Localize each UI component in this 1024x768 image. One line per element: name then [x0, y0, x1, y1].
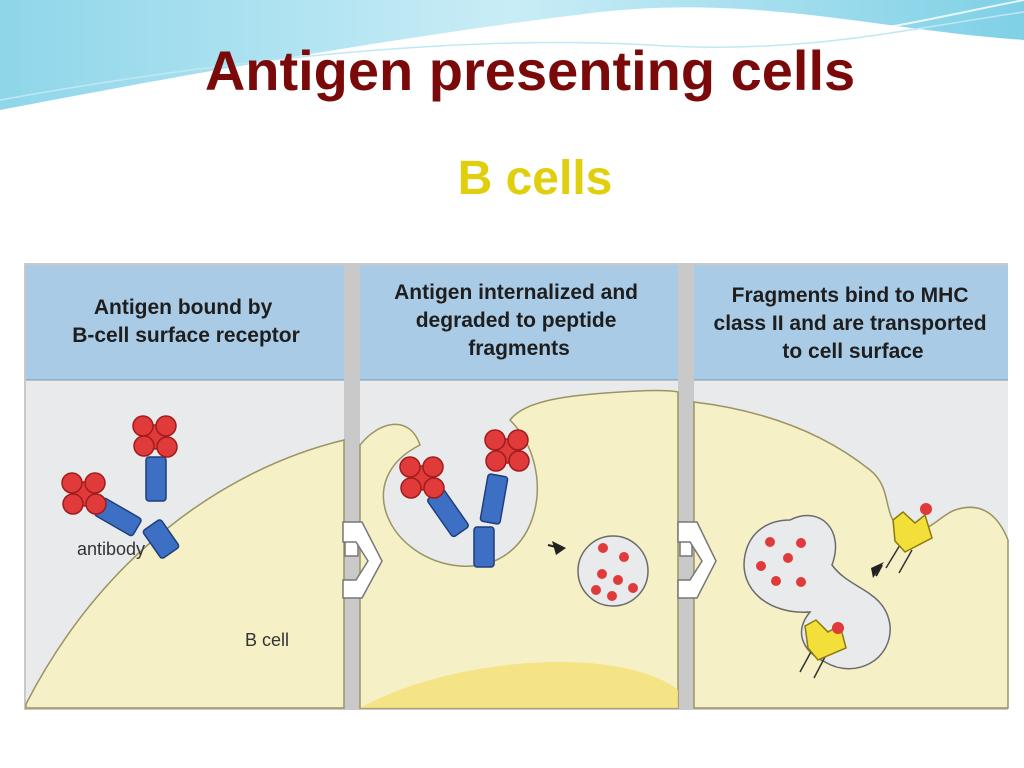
mhc-class-ii-icon: [885, 503, 933, 574]
panel-3-heading-line: to cell surface: [782, 340, 923, 363]
header-wave-decoration: [0, 0, 1024, 119]
panel-3-heading-line: Fragments bind to MHC: [732, 284, 969, 307]
peptide-fragments-icon: [591, 543, 638, 601]
panel-2: Antigen internalized and degraded to pep…: [342, 265, 679, 709]
panel-2-header: [360, 265, 678, 380]
panel-1-heading-line: Antigen bound by: [94, 296, 273, 319]
vesicle-icon: [743, 514, 891, 670]
antigen-icon: [61, 472, 107, 515]
antigen-icon: [484, 429, 530, 472]
antigen-icon: [399, 456, 445, 499]
panel-3-heading: Fragments bind to MHC class II and are t…: [714, 284, 993, 363]
mhc-class-ii-icon: [799, 619, 847, 679]
page-subtitle: B cells: [457, 152, 613, 205]
antigen-icon: [132, 415, 178, 458]
panel-1: Antigen bound by B-cell surface receptor…: [25, 265, 345, 709]
panel-1-heading-line: B-cell surface receptor: [72, 324, 300, 347]
antibody-label: antibody: [77, 539, 145, 559]
antibody-icon: [427, 473, 509, 568]
panel-2-heading-line: Antigen internalized and: [394, 281, 638, 304]
panel-3: Fragments bind to MHC class II and are t…: [677, 265, 1009, 709]
antibody-icon: [94, 456, 180, 559]
panel-1-header: [26, 265, 344, 380]
b-cell-label: B cell: [245, 630, 289, 650]
panel-2-heading-line: fragments: [468, 337, 570, 360]
arrow-icon: [342, 521, 383, 599]
page-title: Antigen presenting cells: [204, 39, 856, 102]
panel-3-heading-line: class II and are transported: [714, 312, 987, 335]
panel-3-header: [694, 265, 1008, 380]
panel-1-heading: Antigen bound by B-cell surface receptor: [72, 296, 300, 347]
peptide-fragments-icon: [756, 537, 806, 587]
panel-2-heading: Antigen internalized and degraded to pep…: [394, 281, 644, 360]
arrow-icon: [677, 521, 717, 599]
panel-2-heading-line: degraded to peptide: [416, 309, 617, 332]
